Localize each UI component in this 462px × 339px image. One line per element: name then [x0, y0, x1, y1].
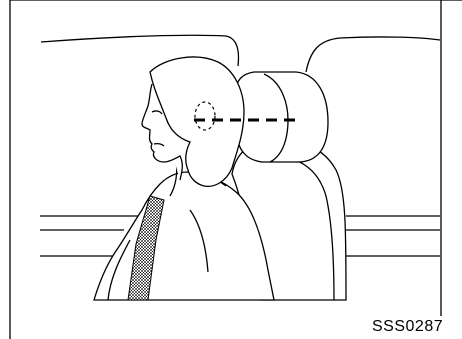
rear-window-outline [41, 35, 440, 72]
head-restraint [236, 72, 328, 162]
figure-code: SSS0287 [372, 317, 462, 337]
occupant-hair [150, 57, 244, 186]
